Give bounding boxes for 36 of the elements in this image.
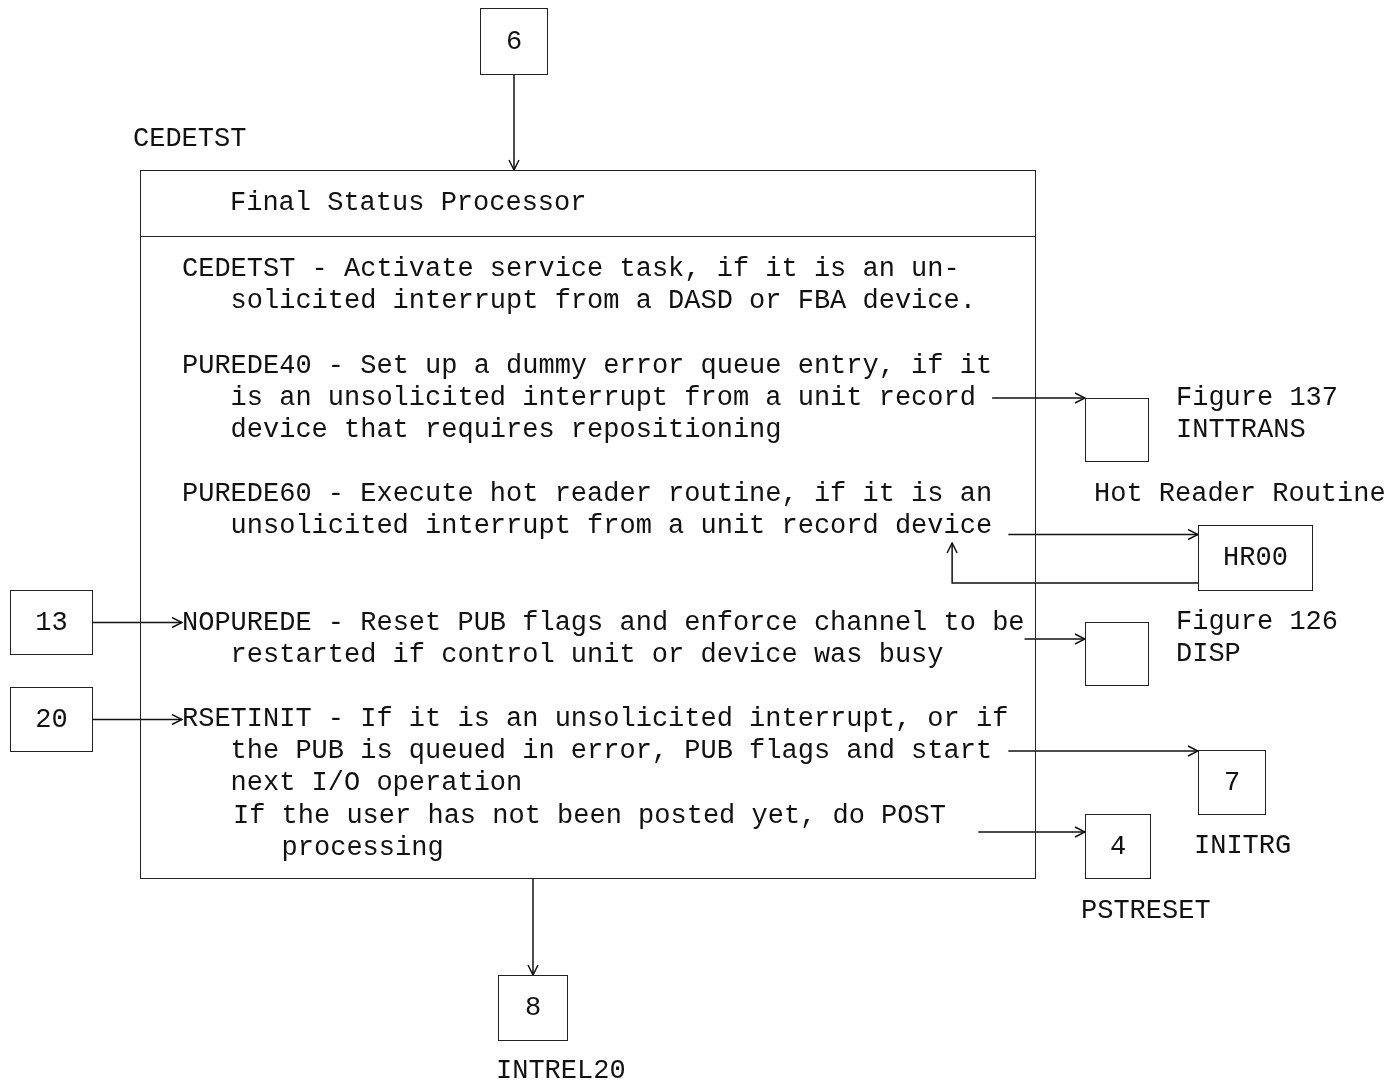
- arrow: [946, 542, 1199, 584]
- node-caption: Hot Reader Routine: [1094, 478, 1386, 510]
- box-number: 8: [524, 993, 542, 1023]
- arrow: [508, 74, 520, 171]
- arrow: [1007, 745, 1199, 757]
- arrow: [991, 392, 1086, 404]
- connector-box: [10, 687, 93, 752]
- node-caption: DISP: [1176, 638, 1241, 670]
- box-number: 13: [35, 607, 68, 638]
- box-number: 6: [505, 26, 523, 57]
- node-caption: Figure 126: [1176, 606, 1339, 638]
- arrow: [1007, 528, 1199, 541]
- node-caption: INITRG: [1194, 830, 1292, 862]
- box-number: 7: [1223, 767, 1241, 798]
- arrow: [92, 616, 183, 629]
- node-caption: INTREL20: [496, 1055, 626, 1083]
- routine-name: CEDETST: [133, 123, 247, 155]
- node-caption: PSTRESET: [1081, 895, 1211, 927]
- step-description: CEDETST - Activate service task, if it is an un- solicited interrupt from a DASD or FBA device.: [182, 253, 1025, 317]
- box-number: 4: [1109, 831, 1127, 862]
- step-description: RSETINIT - If it is an unsolicited interrupt, or if the PUB is queued in error, PUB flags and start next I/O operation: [182, 703, 1009, 799]
- node-caption: Figure 137: [1176, 382, 1339, 414]
- arrow: [527, 878, 539, 976]
- step-description: PUREDE40 - Set up a dummy error queue entry, if it is an unsolicited interrupt from a unit record device that requires repositioning: [182, 350, 993, 446]
- step-description: NOPUREDE - Reset PUB flags and enforce channel to be restarted if control unit or device was busy: [182, 607, 1025, 671]
- arrow: [1023, 633, 1086, 645]
- node-caption: INTTRANS: [1176, 414, 1306, 446]
- step-description: PUREDE60 - Execute hot reader routine, if it is an unsolicited interrupt from a unit record device: [182, 478, 1009, 591]
- box-title: Final Status Processor: [230, 187, 587, 219]
- connector-box: [480, 8, 548, 75]
- box-number: HR00: [1223, 543, 1288, 573]
- arrow: [92, 713, 183, 726]
- box-number: 20: [35, 704, 68, 735]
- step-description: If the user has not been posted yet, do POST processing: [233, 800, 979, 864]
- connector-box: [10, 590, 93, 655]
- arrow: [977, 826, 1086, 838]
